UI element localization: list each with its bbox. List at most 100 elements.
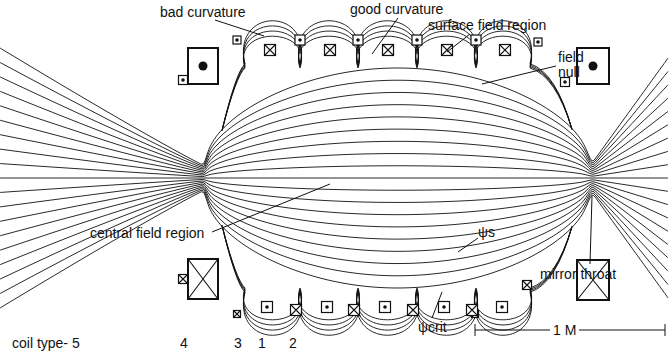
diagram-label: 1 M <box>550 323 579 338</box>
coil-symbol <box>291 305 302 316</box>
coil-box <box>295 35 305 45</box>
field-line <box>0 91 668 168</box>
coil-box <box>179 275 188 284</box>
field-line <box>0 181 668 207</box>
leader-line <box>665 324 666 336</box>
coil-box <box>471 35 481 45</box>
coil-cross <box>523 281 532 290</box>
field-lines <box>0 48 668 308</box>
coil-symbol <box>500 45 511 56</box>
coil-box <box>467 305 478 316</box>
coil-cross <box>265 45 276 56</box>
coil-cross <box>442 45 453 56</box>
coil-symbol <box>265 45 276 56</box>
coil-symbol <box>442 45 453 56</box>
leader-line <box>432 292 442 318</box>
coil-dot <box>415 38 419 42</box>
coil-symbol <box>188 259 218 299</box>
coil-symbol <box>408 305 419 316</box>
coil-symbol <box>471 35 481 45</box>
coil-dot <box>356 38 360 42</box>
coil-symbol <box>523 281 532 290</box>
cusp-field-line <box>222 225 572 319</box>
diagram-label: 4 <box>180 336 188 351</box>
coil-box <box>188 48 218 84</box>
coil-box <box>439 302 450 313</box>
field-line <box>0 189 668 279</box>
coil-symbol <box>497 302 508 313</box>
leader-line <box>215 20 264 36</box>
coil-box <box>179 76 188 85</box>
coil-cross <box>349 305 360 316</box>
coil-dot <box>325 305 329 309</box>
coil-symbol <box>349 305 360 316</box>
coil-box <box>188 259 218 299</box>
coil-cross <box>408 305 419 316</box>
coil-dot <box>442 305 446 309</box>
leader-line <box>212 184 330 232</box>
cusp-loops <box>222 225 572 335</box>
diagram-label: mirror throat <box>540 267 616 282</box>
coil-box <box>442 45 453 56</box>
coil-dot <box>235 38 239 42</box>
coil-symbol <box>467 305 478 316</box>
coil-dot <box>181 78 185 82</box>
coil-symbol <box>380 302 391 313</box>
cusp-field-line <box>222 225 572 335</box>
coil-dot <box>298 38 302 42</box>
diagram-label: good curvature <box>350 2 443 17</box>
coil-dot <box>383 305 387 309</box>
field-line <box>0 190 668 293</box>
coil-symbol <box>383 45 394 56</box>
coil-dot <box>265 305 269 309</box>
coil-symbol <box>325 45 336 56</box>
diagram-label: 3 <box>234 336 242 351</box>
leader-line <box>372 18 398 54</box>
coil-box <box>523 281 532 290</box>
cusp-field-line <box>222 36 572 130</box>
coil-symbol <box>188 48 218 84</box>
diagram-label: central field region <box>90 226 204 241</box>
coil-dot <box>474 38 478 42</box>
field-line <box>0 149 668 175</box>
coil-symbol <box>262 302 273 313</box>
coil-box <box>322 302 333 313</box>
diagram-label: bad curvature <box>160 5 246 20</box>
field-line <box>0 192 668 308</box>
coil-box <box>265 45 276 56</box>
leader-line <box>458 238 478 252</box>
coil-symbol <box>412 35 422 45</box>
coil-box <box>500 45 511 56</box>
coil-symbol <box>179 275 188 284</box>
coil-symbol <box>295 35 305 45</box>
diagram-label: field null <box>558 50 598 80</box>
leader-line <box>482 66 556 84</box>
diagram-label: ψs <box>478 225 495 240</box>
coil-cross <box>467 305 478 316</box>
coil-box <box>291 305 302 316</box>
coil-dot <box>589 62 598 71</box>
leader-line <box>475 324 476 336</box>
coil-box <box>412 35 422 45</box>
coil-box <box>534 38 542 46</box>
coil-symbol <box>322 302 333 313</box>
diagram-label: ψcrit <box>418 320 447 335</box>
cusp-field-line <box>222 21 572 131</box>
coil-dot <box>500 305 504 309</box>
diagram-label: coil type- 5 <box>12 336 80 351</box>
diagram-label: 2 <box>289 336 297 351</box>
cusp-field-line <box>222 26 572 131</box>
coil-dot <box>199 62 208 71</box>
coil-box <box>497 302 508 313</box>
coil-box <box>353 35 363 45</box>
field-line <box>0 164 668 177</box>
coil-symbol <box>439 302 450 313</box>
coil-symbol <box>353 35 363 45</box>
coil-box <box>380 302 391 313</box>
field-line <box>0 178 668 179</box>
diagram-label: surface field region <box>428 18 546 33</box>
coil-dot <box>563 80 567 84</box>
leader-line <box>447 34 470 52</box>
coil-cross <box>325 45 336 56</box>
coil-box <box>325 45 336 56</box>
